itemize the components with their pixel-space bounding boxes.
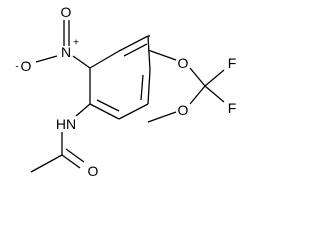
ring-bond-4 bbox=[147, 69, 151, 105]
bond-carbonyl-methyl bbox=[30, 154, 63, 173]
cf2-group bbox=[204, 69, 225, 103]
nitro-oxygen-left-label: O bbox=[21, 58, 32, 74]
dioxole-oxygen-upper-label: O bbox=[178, 55, 189, 71]
fluorine-lower-label: F bbox=[228, 100, 237, 116]
dioxole-ring bbox=[147, 49, 206, 123]
ring-bond-5 bbox=[118, 103, 149, 120]
ring-bond-6-inner bbox=[96, 99, 120, 112]
carbonyl-oxygen-label: O bbox=[88, 163, 99, 179]
molecule-svg: O N + O - O O F F HN O bbox=[15, 4, 237, 179]
nitro-nitrogen-charge: + bbox=[73, 38, 79, 49]
nitro-nitrogen-label: N bbox=[61, 44, 71, 60]
bond-c-o-double-b bbox=[65, 148, 85, 163]
bond-c-f-upper bbox=[204, 69, 225, 87]
bond-ring-nh bbox=[75, 103, 91, 117]
dioxole-oxygen-lower-label: O bbox=[178, 102, 189, 118]
bond-ring-n bbox=[72, 55, 91, 69]
ring-bond-8 bbox=[89, 50, 120, 69]
nitro-oxygen-top-label: O bbox=[61, 4, 72, 20]
ring-bond-1-inner bbox=[123, 43, 148, 57]
ring-bond-1 bbox=[118, 35, 149, 52]
benzene-ring bbox=[89, 35, 151, 120]
bond-c-f-lower bbox=[204, 85, 225, 103]
acetamide-group bbox=[30, 103, 91, 173]
structure-diagram: O N + O - O O F F HN O bbox=[15, 4, 237, 179]
dioxole-bond-ring-o-upper bbox=[147, 49, 177, 61]
nitro-group bbox=[35, 20, 91, 69]
nitro-oxygen-left-charge: - bbox=[15, 62, 18, 73]
bond-n-o-left bbox=[35, 55, 58, 63]
fluorine-upper-label: F bbox=[228, 55, 237, 71]
ring-bond-3 bbox=[147, 35, 151, 71]
ring-bond-4-inner bbox=[140, 74, 144, 101]
dioxole-bond-o-lower-ring bbox=[147, 111, 177, 123]
bond-c-o-double-a bbox=[61, 154, 81, 169]
dioxole-bond-cf2-o-lower bbox=[189, 85, 206, 105]
ring-bond-6 bbox=[89, 103, 120, 120]
amide-nh-label: HN bbox=[56, 116, 76, 132]
dioxole-bond-o-upper-cf2 bbox=[189, 67, 206, 87]
